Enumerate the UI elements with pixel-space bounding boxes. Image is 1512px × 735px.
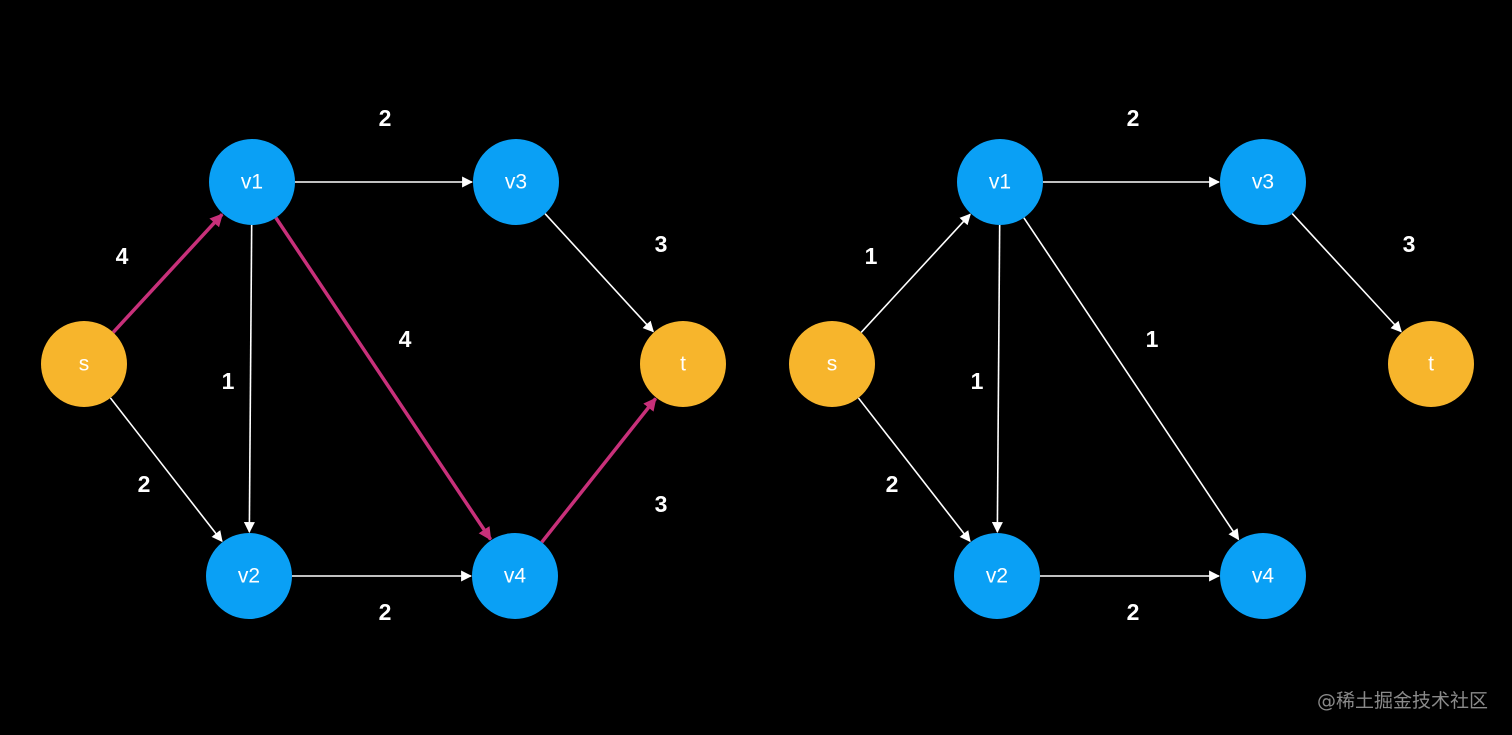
node-label-v4: v4 — [504, 565, 527, 588]
node-s — [41, 321, 127, 407]
node-label-v4: v4 — [1252, 565, 1275, 588]
edge-s-v1 — [111, 213, 224, 334]
node-s — [789, 321, 875, 407]
edge-weight-label: 1 — [1146, 326, 1159, 352]
node-v2 — [954, 533, 1040, 619]
edge-weight-label: 2 — [1127, 105, 1140, 131]
edge-weight-label: 2 — [1127, 599, 1140, 625]
node-v3 — [473, 139, 559, 225]
watermark-text: @稀土掘金技术社区 — [1316, 690, 1488, 712]
node-v4 — [1220, 533, 1306, 619]
node-v1 — [957, 139, 1043, 225]
edge-v1-v2 — [243, 224, 255, 534]
edge-v1-v2 — [991, 224, 1003, 534]
edge-v3-t — [544, 213, 654, 333]
node-v3 — [1220, 139, 1306, 225]
edge-weight-label: 1 — [971, 368, 984, 394]
edge-weight-label: 2 — [379, 599, 392, 625]
edge-v3-t — [1291, 213, 1402, 333]
edge-v4-t — [540, 397, 658, 544]
node-v4 — [472, 533, 558, 619]
edge-weight-label: 1 — [222, 368, 235, 394]
node-v1 — [209, 139, 295, 225]
node-label-s: s — [827, 353, 838, 376]
residual-network-graph: 1 2 2 1 1 2 3 s v1 v2 v3 v4 t — [789, 105, 1474, 625]
node-label-v3: v3 — [1252, 171, 1274, 194]
edge-weight-label: 3 — [655, 231, 668, 257]
edge-weight-label: 3 — [655, 491, 668, 517]
node-label-t: t — [680, 353, 686, 376]
node-label-v1: v1 — [241, 171, 263, 194]
edge-weight-label: 4 — [116, 243, 129, 269]
node-label-t: t — [1428, 353, 1434, 376]
edge-weight-label: 2 — [886, 471, 899, 497]
edge-weight-label: 2 — [138, 471, 151, 497]
node-v2 — [206, 533, 292, 619]
edge-weight-label: 3 — [1403, 231, 1416, 257]
node-t — [640, 321, 726, 407]
edge-weight-label: 1 — [865, 243, 878, 269]
node-label-s: s — [79, 353, 90, 376]
node-label-v2: v2 — [986, 565, 1008, 588]
edge-s-v1 — [860, 213, 971, 333]
node-label-v1: v1 — [989, 171, 1011, 194]
edge-weight-label: 4 — [399, 326, 412, 352]
node-label-v2: v2 — [238, 565, 260, 588]
edge-v1-v4 — [274, 216, 493, 541]
node-t — [1388, 321, 1474, 407]
edge-s-v2 — [109, 397, 223, 543]
node-label-v3: v3 — [505, 171, 527, 194]
original-network-graph: 4 2 2 1 4 2 3 3 s v1 v2 v3 v4 t — [41, 105, 726, 625]
edge-v1-v4 — [1023, 217, 1240, 541]
edge-weight-label: 2 — [379, 105, 392, 131]
edge-s-v2 — [857, 397, 971, 543]
